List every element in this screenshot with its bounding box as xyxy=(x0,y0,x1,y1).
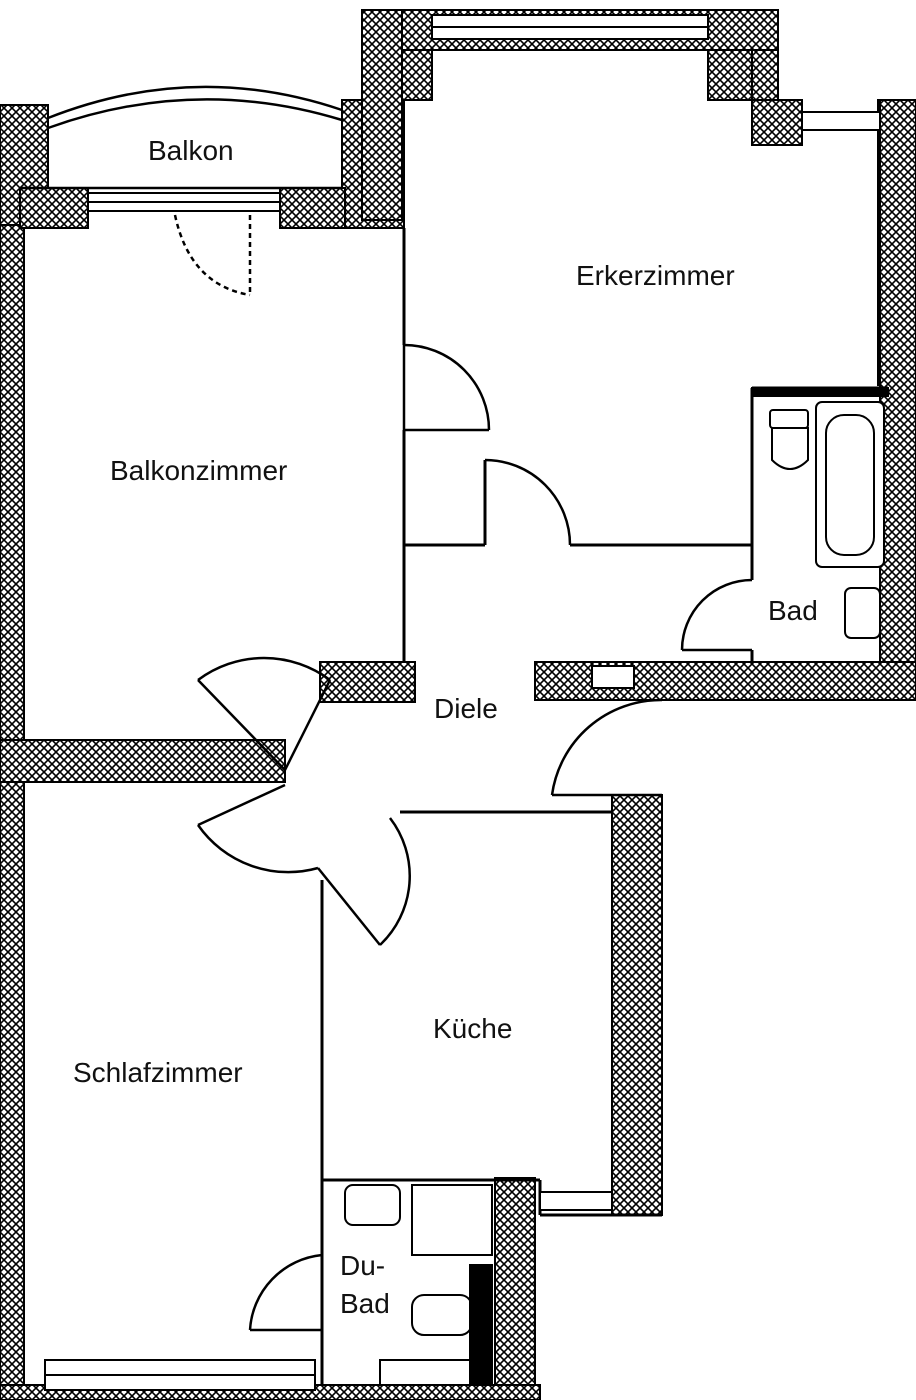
label-balkon: Balkon xyxy=(148,135,234,166)
label-bad: Bad xyxy=(768,595,818,626)
room-labels: Balkon Erkerzimmer Balkonzimmer Bad Diel… xyxy=(73,135,818,1319)
label-dubad-line2: Bad xyxy=(340,1288,390,1319)
windows xyxy=(44,14,881,1391)
balcony xyxy=(20,85,343,190)
exterior-walls xyxy=(0,9,916,1400)
label-dubad-line1: Du- xyxy=(340,1250,385,1281)
bath-fixtures xyxy=(344,387,889,1386)
label-erkerzimmer: Erkerzimmer xyxy=(576,260,735,291)
doors xyxy=(173,214,753,1332)
label-balkonzimmer: Balkonzimmer xyxy=(110,455,287,486)
label-diele: Diele xyxy=(434,693,498,724)
label-schlafzimmer: Schlafzimmer xyxy=(73,1057,243,1088)
label-kueche: Küche xyxy=(433,1013,512,1044)
interior-walls xyxy=(320,228,888,1385)
